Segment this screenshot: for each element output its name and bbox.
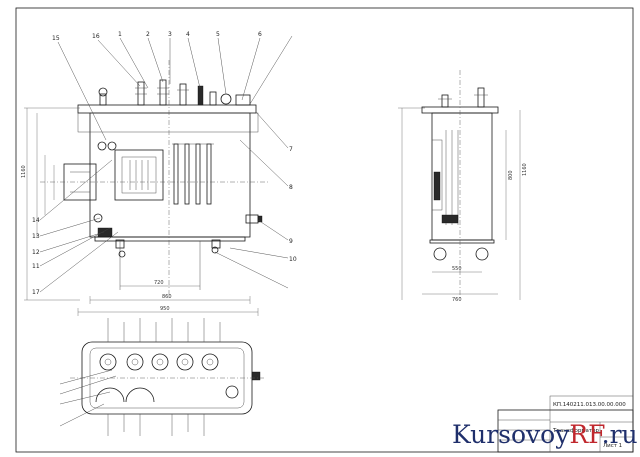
title-block <box>497 395 634 453</box>
pos-label-13: 13 <box>32 233 40 240</box>
pos-label-2: 2 <box>146 31 150 38</box>
kursovoy-watermark: KursovoyRF.ru <box>452 420 638 449</box>
pos-label-7: 7 <box>289 146 293 153</box>
pos-label-9: 9 <box>289 238 293 245</box>
side-view <box>421 70 499 300</box>
pos-label-11: 11 <box>32 263 40 270</box>
pos-label-17: 17 <box>32 289 40 296</box>
pos-label-10: 10 <box>289 256 297 263</box>
side-height-dim: 1160 <box>522 163 528 176</box>
pos-label-14: 14 <box>32 217 40 224</box>
pos-label-1: 1 <box>118 31 122 38</box>
pos-label-4: 4 <box>186 31 190 38</box>
pos-label-16: 16 <box>92 33 100 40</box>
watermark-suffix: .ru <box>601 420 638 449</box>
pos-label-15: 15 <box>52 35 60 42</box>
front-dimensions: 1160 720 860 950 <box>21 107 259 316</box>
title-name: Трансформатор <box>552 428 599 434</box>
watermark-prefix: Kursovoy <box>452 420 570 449</box>
side-dimensions: 1160 800 760 550 <box>398 107 528 303</box>
side-width-dim: 760 <box>452 297 462 303</box>
front-width-dim: 950 <box>160 306 170 312</box>
title-sheet: Лист 1 <box>603 443 622 449</box>
side-body-dim: 800 <box>508 170 514 180</box>
position-leaders <box>39 35 293 293</box>
pos-label-6: 6 <box>258 31 262 38</box>
watermark-accent: RF <box>569 420 602 449</box>
front-view <box>40 60 270 300</box>
front-span-dim: 720 <box>154 280 164 286</box>
sheet-frame <box>15 7 634 453</box>
pos-label-12: 12 <box>32 249 40 256</box>
pos-label-5: 5 <box>216 31 220 38</box>
side-base-dim: 550 <box>452 266 462 272</box>
top-view <box>59 318 264 436</box>
pos-label-8: 8 <box>289 184 293 191</box>
pos-label-3: 3 <box>168 31 172 38</box>
hv-bushings <box>98 79 251 106</box>
title-doc-code: КП.140211.013.00.00.000 <box>553 402 626 408</box>
front-inner-width-dim: 860 <box>162 294 172 300</box>
front-height-dim: 1160 <box>21 165 27 178</box>
